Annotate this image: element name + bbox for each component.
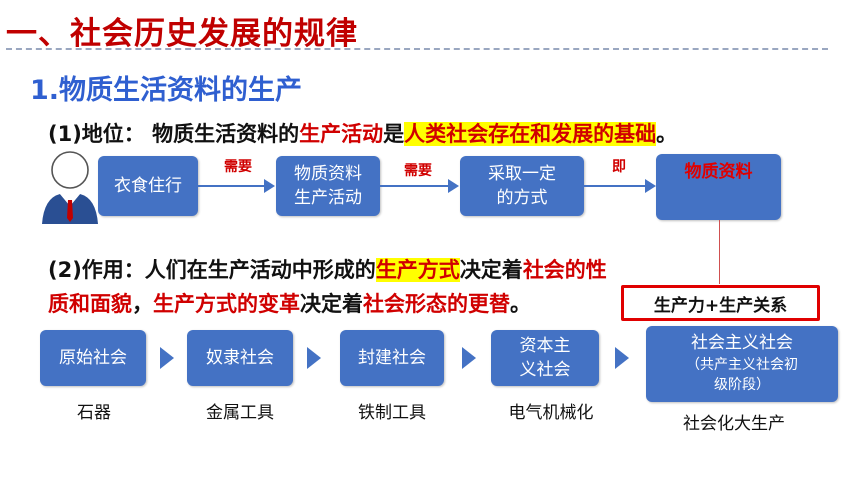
- role-mid2: 决定着: [300, 292, 363, 316]
- position-text2: 是: [383, 122, 405, 146]
- flow-arrow-3: [584, 185, 646, 187]
- society-capitalist-line2: 义社会: [519, 360, 571, 380]
- flow-box-production-activity: 物质资料 生产活动: [276, 156, 380, 216]
- callout-box: 生产力+生产关系: [621, 285, 820, 321]
- page-title: 一、社会历史发展的规律: [6, 16, 358, 52]
- person-icon: [42, 151, 98, 224]
- society-primitive: 原始社会: [40, 330, 146, 386]
- callout-connector: [719, 220, 720, 284]
- flow-box-material-production-mode: 物质资料: [656, 154, 781, 220]
- flow-box-daily-needs: 衣食住行: [98, 156, 198, 216]
- role-sep: ，: [132, 292, 153, 316]
- society-arrow-3: [462, 347, 476, 369]
- flow-box2-line1: 物质资料: [294, 164, 362, 184]
- position-statement: (1)地位： 物质生活资料的生产活动是人类社会存在和发展的基础。: [48, 118, 677, 148]
- tool-socialized-production: 社会化大生产: [683, 414, 785, 434]
- flow-box-method: 采取一定 的方式: [460, 156, 584, 216]
- flow-relation-1: 需要: [224, 159, 252, 175]
- title-divider: [6, 48, 828, 50]
- flow-relation-3: 即: [612, 159, 626, 175]
- position-red1: 生产活动: [299, 122, 384, 146]
- position-prefix: (1)地位：: [48, 122, 145, 146]
- tool-stone: 石器: [77, 403, 111, 423]
- society-arrow-4: [615, 347, 629, 369]
- role-red2: 质和面貌: [48, 292, 132, 316]
- flow-box2-line2: 生产活动: [294, 188, 362, 208]
- role-red4: 社会形态的更替: [363, 292, 510, 316]
- tool-metal: 金属工具: [206, 403, 274, 423]
- society-socialist-note2: 级阶段）: [714, 377, 770, 393]
- flow-box3-line2: 的方式: [496, 188, 548, 208]
- role-prefix: (2)作用：人们在生产活动中形成的: [48, 258, 376, 282]
- flow-relation-2: 需要: [404, 163, 432, 179]
- role-red1: 社会的性: [522, 258, 607, 282]
- flow-arrow-1-head: [264, 179, 275, 193]
- flow-arrow-2-head: [448, 179, 459, 193]
- society-slave: 奴隶社会: [187, 330, 293, 386]
- position-end: 。: [656, 122, 678, 146]
- role-end: 。: [510, 292, 531, 316]
- role-highlight: 生产方式: [375, 258, 460, 282]
- role-mid: 决定着: [459, 258, 523, 282]
- society-capitalist: 资本主 义社会: [491, 330, 599, 386]
- role-statement-line1: (2)作用：人们在生产活动中形成的生产方式决定着社会的性: [48, 254, 607, 284]
- tool-electric-machinery: 电气机械化: [508, 403, 594, 423]
- society-socialist-note1: （共产主义社会初: [686, 357, 798, 373]
- society-arrow-2: [307, 347, 321, 369]
- flow-arrow-1: [198, 185, 266, 187]
- flow-arrow-3-head: [645, 179, 656, 193]
- role-red3: 生产方式的变革: [153, 292, 300, 316]
- society-socialist: 社会主义社会 （共产主义社会初 级阶段）: [646, 326, 838, 402]
- role-statement-line2: 质和面貌，生产方式的变革决定着社会形态的更替。: [48, 288, 531, 318]
- section-heading: 1.物质生活资料的生产: [30, 75, 303, 106]
- society-feudal: 封建社会: [340, 330, 444, 386]
- position-text1: 物质生活资料的: [152, 122, 300, 146]
- position-highlight: 人类社会存在和发展的基础: [404, 122, 657, 146]
- flow-arrow-2: [380, 185, 450, 187]
- flow-box3-line1: 采取一定: [488, 164, 556, 184]
- tool-iron: 铁制工具: [358, 403, 426, 423]
- society-socialist-label: 社会主义社会: [691, 333, 793, 353]
- society-capitalist-line1: 资本主: [519, 336, 571, 356]
- society-arrow-1: [160, 347, 174, 369]
